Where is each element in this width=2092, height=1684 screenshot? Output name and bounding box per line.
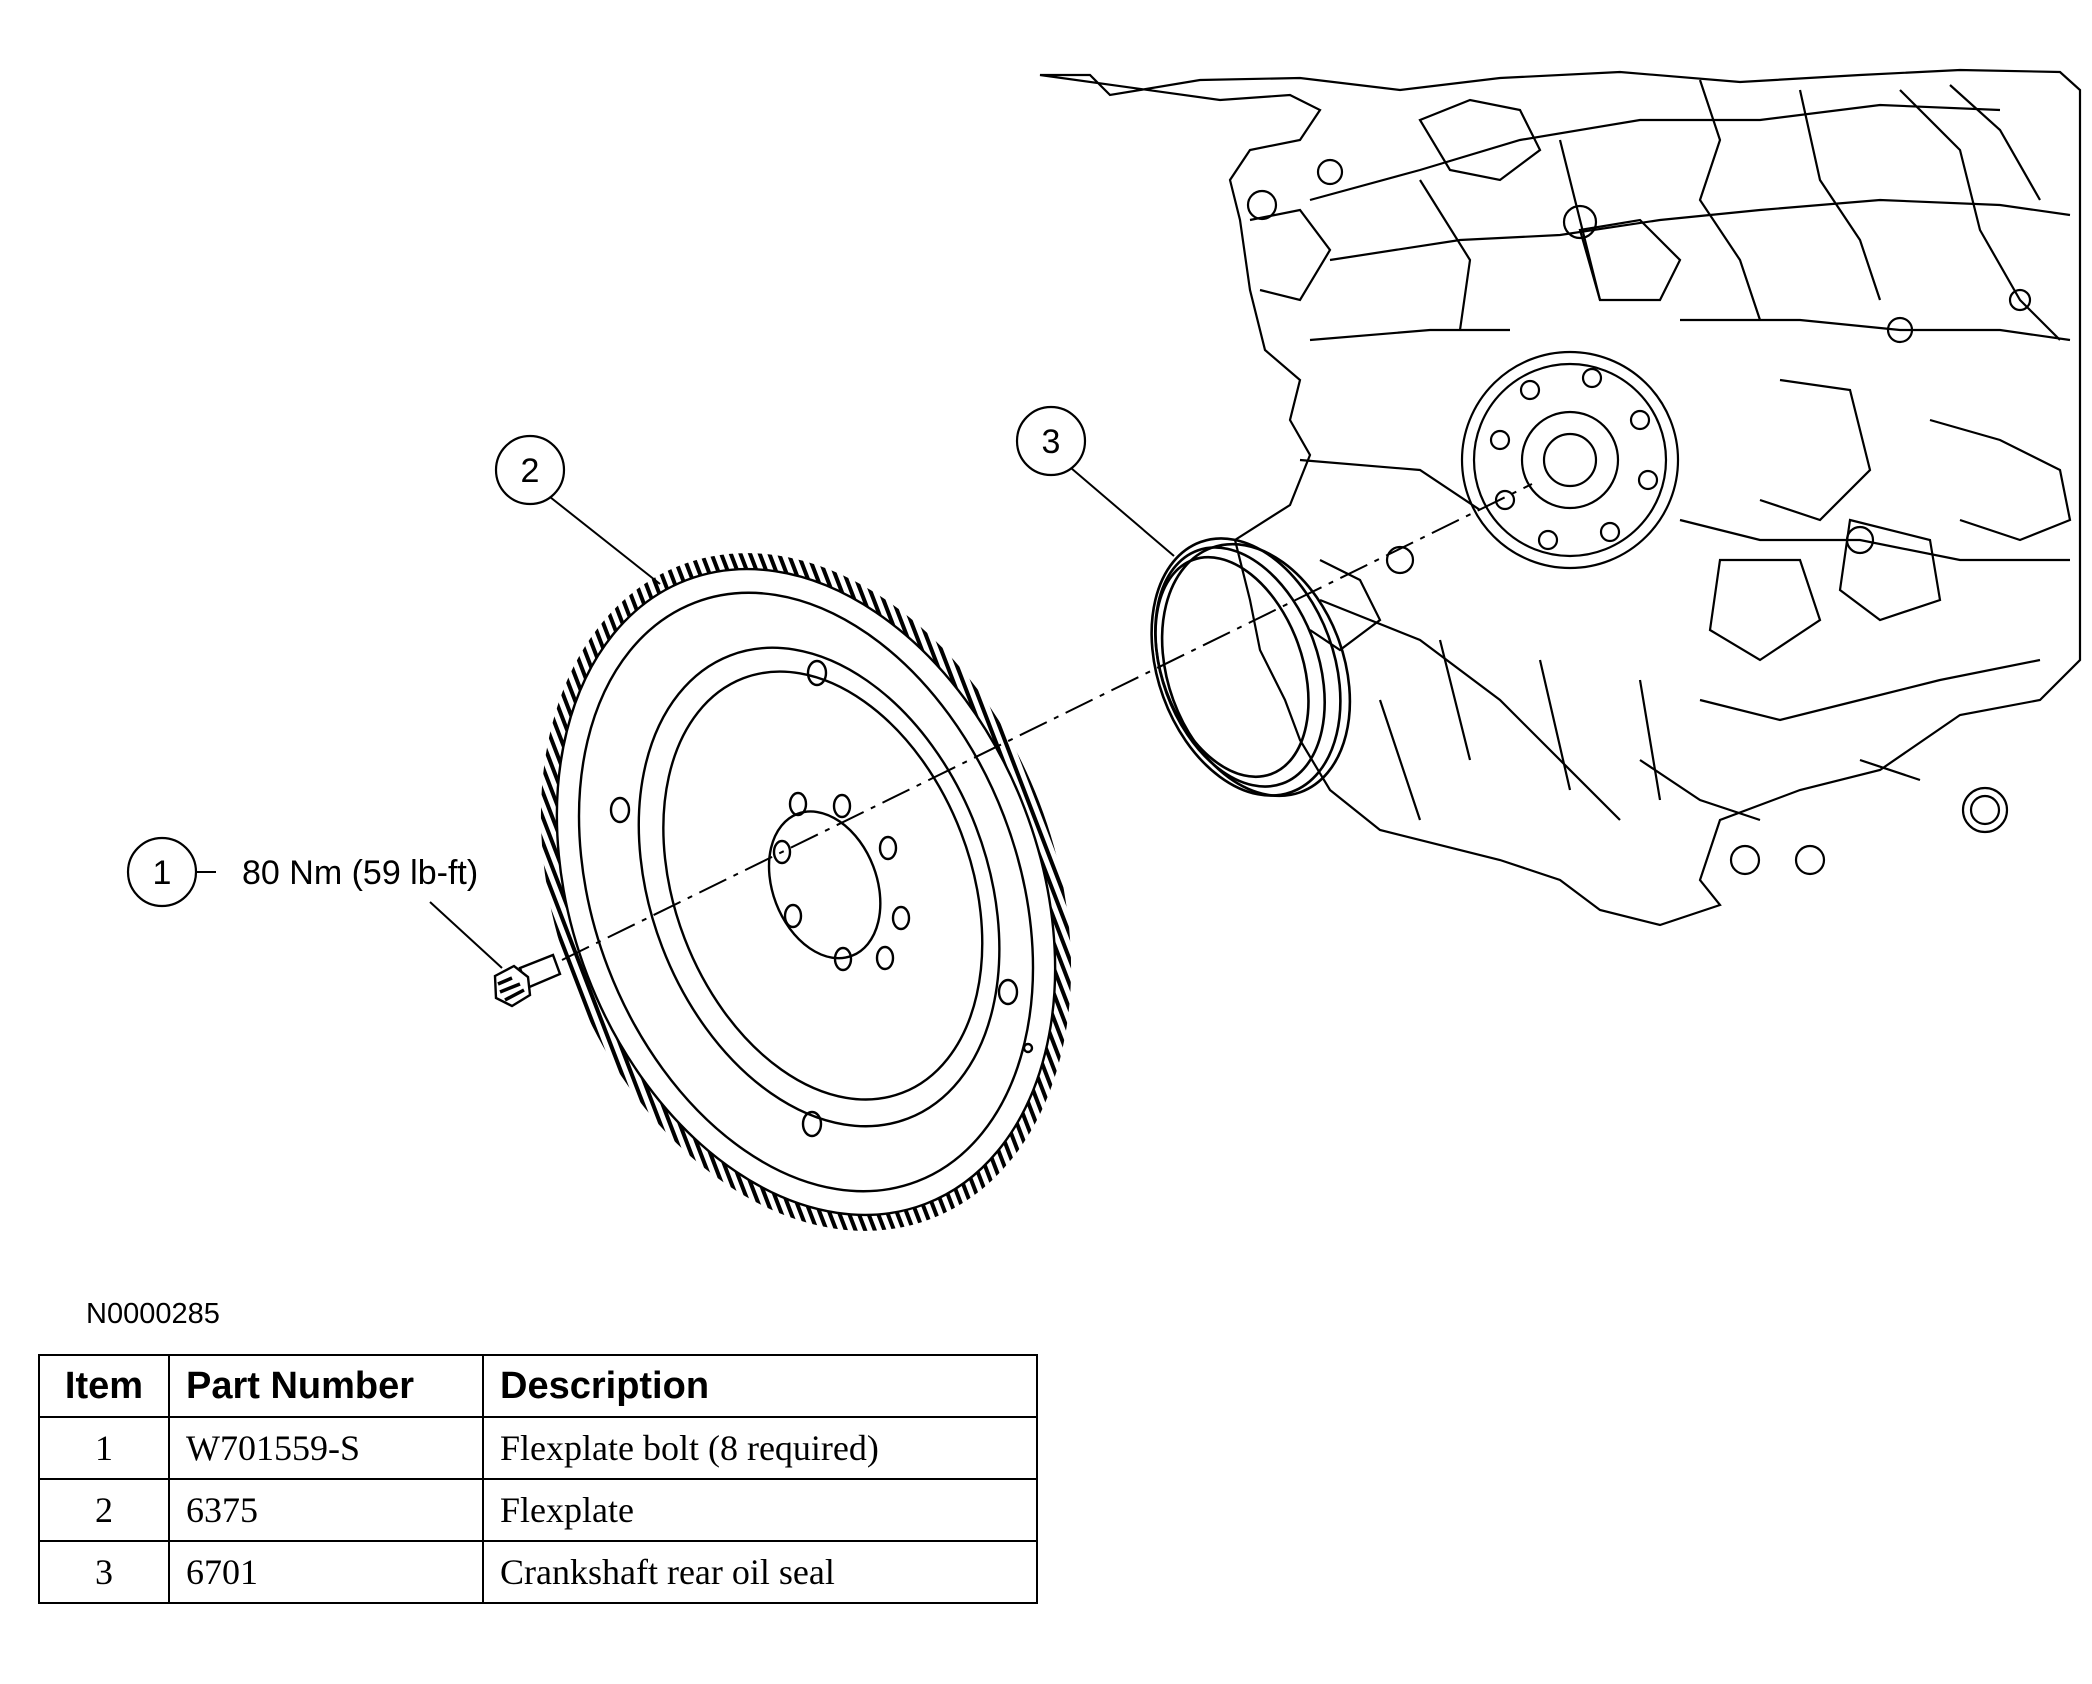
callout-2-circle xyxy=(494,434,566,506)
cell-description: Flexplate xyxy=(482,1478,1038,1542)
callout-3-circle xyxy=(1015,405,1087,477)
callout-2-label: 2 xyxy=(521,452,540,490)
flexplate xyxy=(540,553,1072,1231)
header-description: Description xyxy=(482,1354,1038,1418)
table-row: 2 6375 Flexplate xyxy=(38,1478,1038,1542)
cell-description: Crankshaft rear oil seal xyxy=(482,1540,1038,1604)
cell-part-number: 6375 xyxy=(168,1478,484,1542)
figure-id: N0000285 xyxy=(86,1298,220,1330)
torque-spec: 80 Nm (59 lb-ft) xyxy=(242,854,478,892)
table-row: 1 W701559-S Flexplate bolt (8 required) xyxy=(38,1416,1038,1480)
cell-item: 2 xyxy=(38,1478,170,1542)
cell-item: 1 xyxy=(38,1416,170,1480)
flexplate-bolt-holes xyxy=(609,659,1034,1138)
cell-item: 3 xyxy=(38,1540,170,1604)
crankshaft-rear-oil-seal xyxy=(1150,537,1352,798)
torque-leader xyxy=(429,901,503,969)
callout-3-leader xyxy=(1070,467,1175,557)
table-row: 3 6701 Crankshaft rear oil seal xyxy=(38,1540,1038,1604)
header-item: Item xyxy=(38,1354,170,1418)
callout-3-label: 3 xyxy=(1042,423,1061,461)
engine-block xyxy=(1039,68,2082,927)
callout-2-leader xyxy=(549,496,661,585)
flexplate-bolt xyxy=(493,953,562,1008)
header-part-number: Part Number xyxy=(168,1354,484,1418)
table-header-row: Item Part Number Description xyxy=(38,1354,1038,1418)
parts-table: Item Part Number Description 1 W701559-S… xyxy=(38,1354,1038,1604)
cell-part-number: W701559-S xyxy=(168,1416,484,1480)
cell-description: Flexplate bolt (8 required) xyxy=(482,1416,1038,1480)
cell-part-number: 6701 xyxy=(168,1540,484,1604)
centerline xyxy=(561,483,1533,961)
callout-1-label: 1 xyxy=(153,854,172,892)
